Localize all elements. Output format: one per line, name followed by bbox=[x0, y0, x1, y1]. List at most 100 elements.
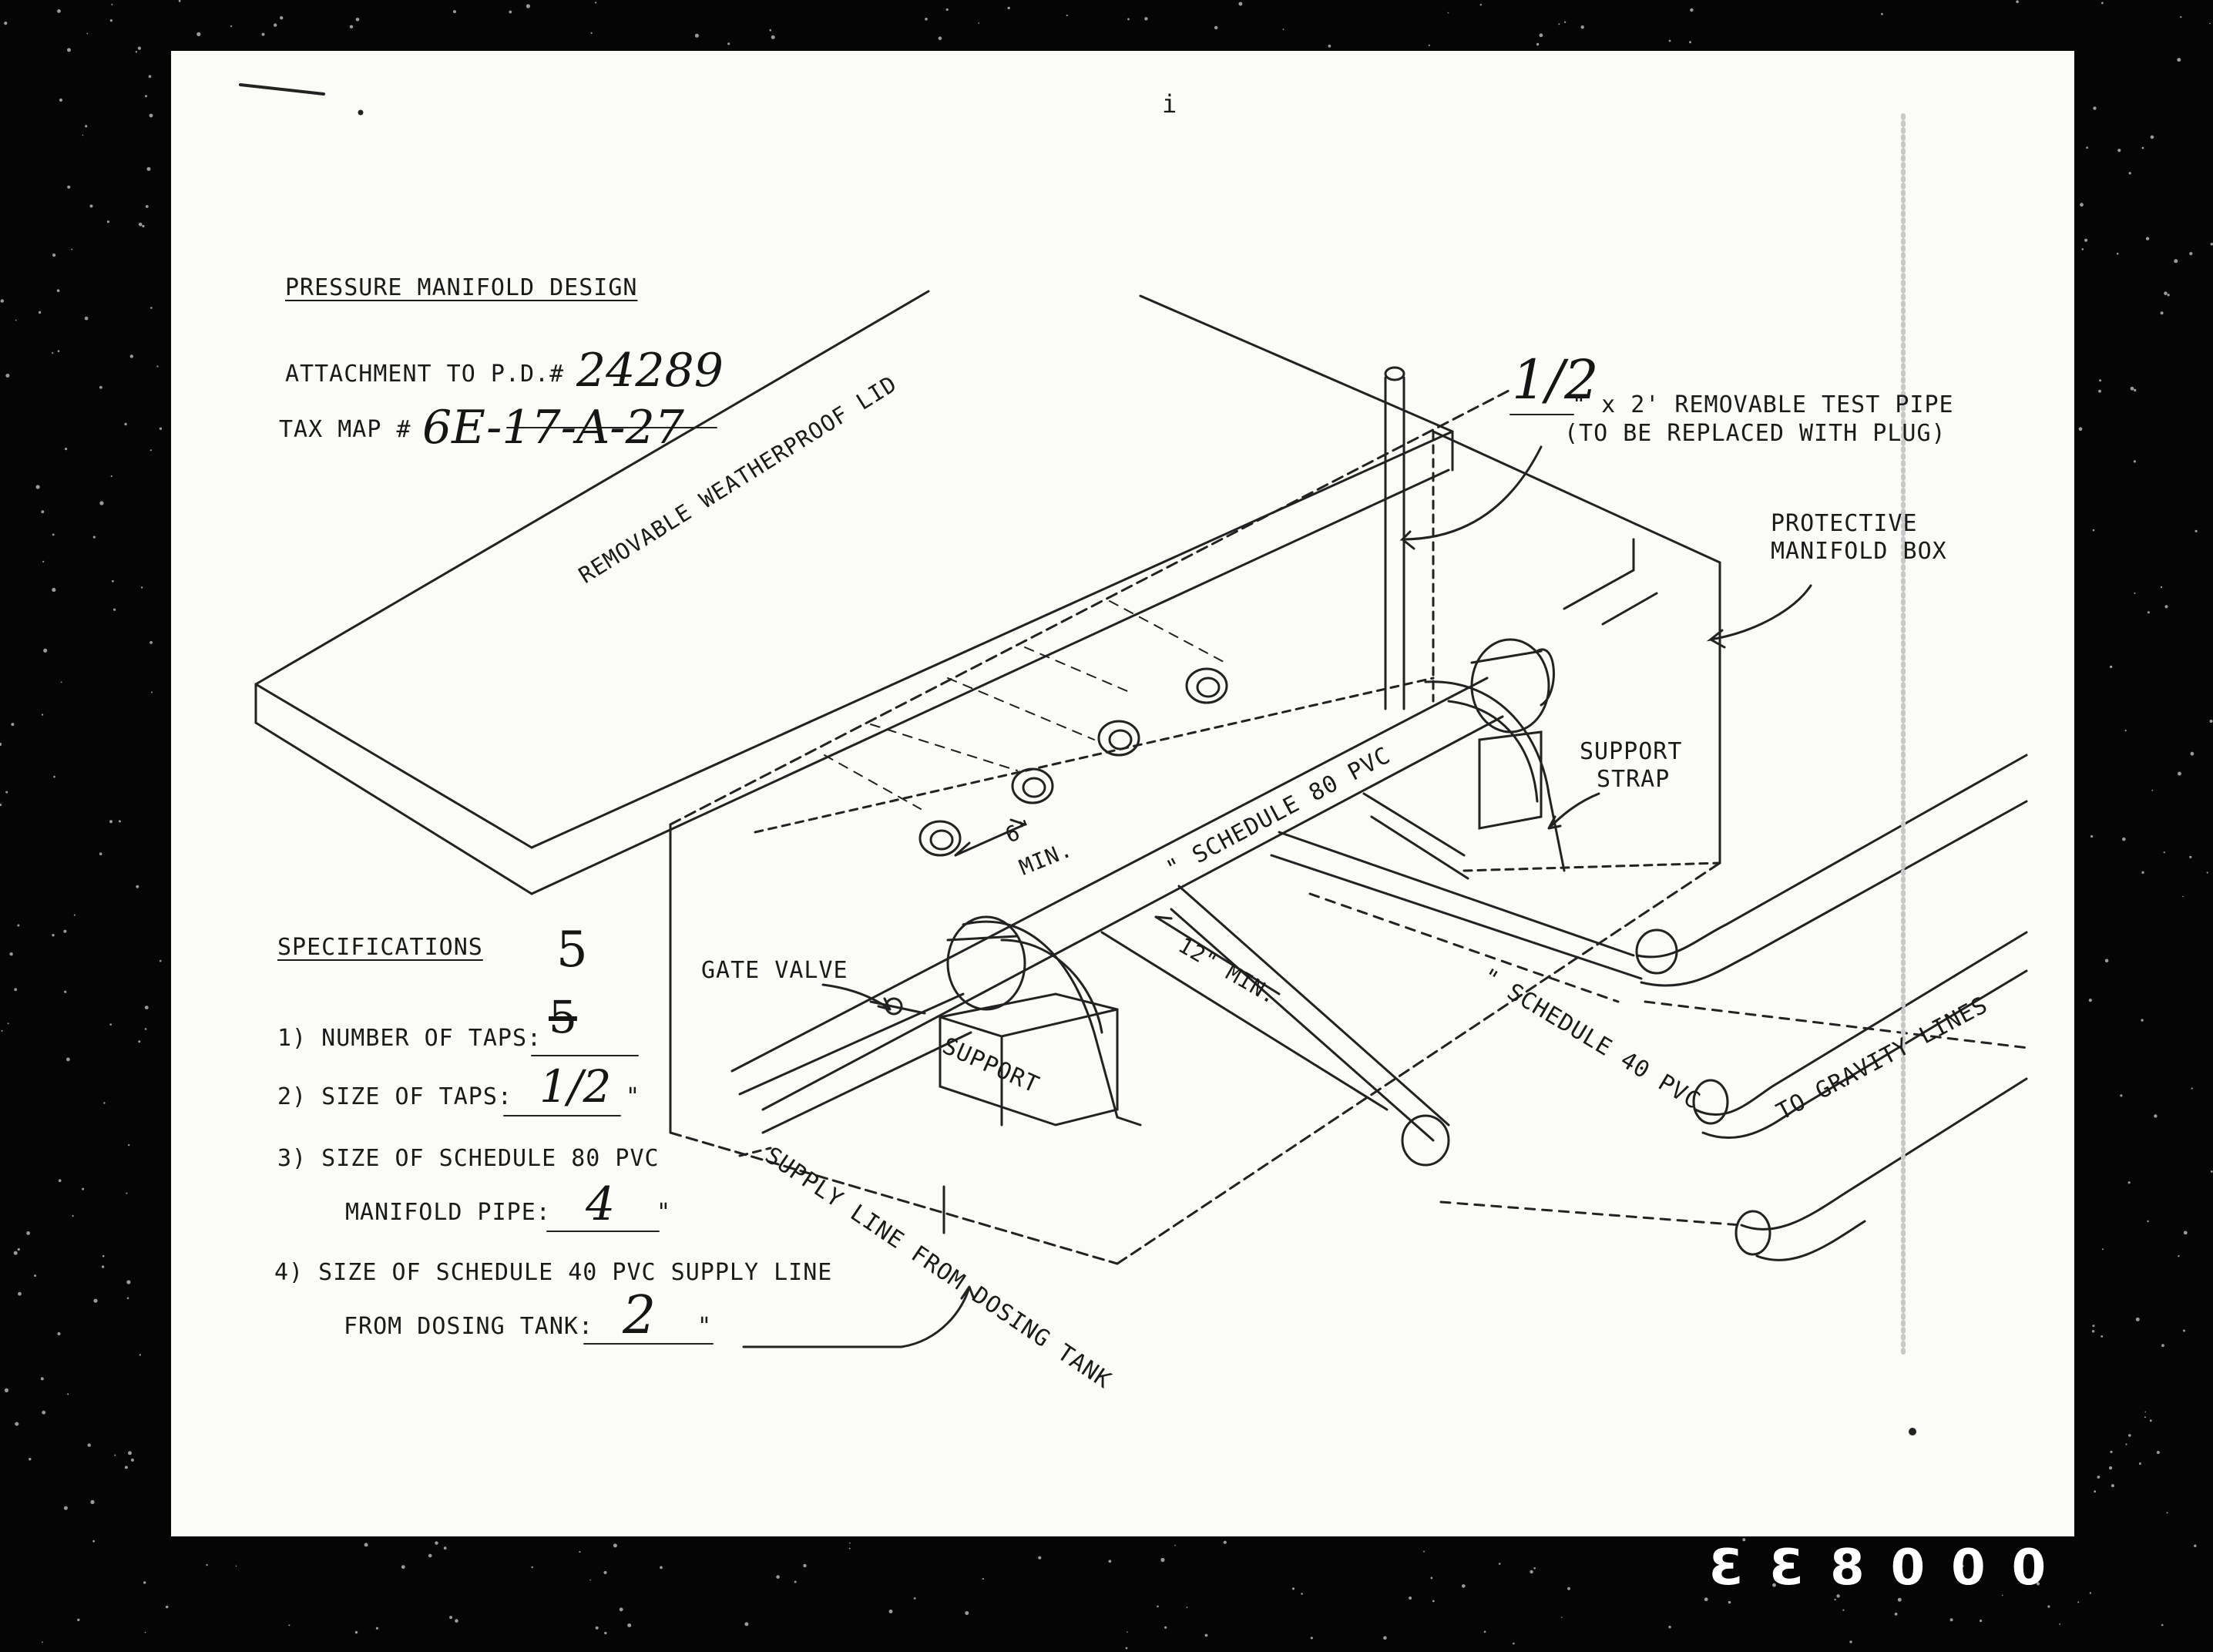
noise-speck bbox=[280, 16, 284, 20]
noise-speck bbox=[1432, 1600, 1435, 1603]
noise-speck bbox=[99, 501, 104, 505]
noise-speck bbox=[41, 510, 45, 514]
noise-speck bbox=[18, 1291, 22, 1296]
noise-speck bbox=[2189, 252, 2193, 256]
noise-speck bbox=[67, 185, 71, 189]
noise-speck bbox=[354, 1630, 358, 1634]
noise-speck bbox=[5, 791, 8, 794]
spec-1-label: 1) NUMBER OF TAPS: bbox=[277, 1025, 542, 1052]
noise-speck bbox=[526, 4, 531, 8]
noise-speck bbox=[111, 3, 113, 5]
noise-speck bbox=[1164, 1626, 1167, 1629]
noise-speck bbox=[2086, 146, 2089, 149]
noise-speck bbox=[2124, 730, 2127, 732]
noise-speck bbox=[1742, 1538, 1746, 1542]
noise-speck bbox=[1563, 21, 1567, 23]
noise-speck bbox=[2182, 895, 2184, 898]
noise-speck bbox=[1949, 1618, 1953, 1622]
tax-map-label: TAX MAP # bbox=[279, 416, 411, 443]
manifold-pipe bbox=[730, 638, 1555, 1111]
specifications-total-note: 5 bbox=[556, 922, 588, 979]
noise-speck bbox=[1690, 8, 1694, 12]
noise-speck bbox=[13, 1251, 18, 1255]
stray-mark bbox=[239, 83, 325, 96]
noise-speck bbox=[2141, 871, 2144, 875]
spec-1-value: 5 bbox=[549, 991, 577, 1043]
noise-speck bbox=[60, 681, 62, 683]
noise-speck bbox=[4, 22, 8, 25]
noise-speck bbox=[2104, 959, 2109, 963]
dimension-6in bbox=[954, 818, 1026, 857]
noise-speck bbox=[144, 1006, 149, 1009]
noise-speck bbox=[67, 1393, 69, 1395]
noise-speck bbox=[579, 1550, 581, 1553]
spec-3-value: 4 bbox=[586, 1177, 616, 1231]
noise-speck bbox=[2097, 1476, 2101, 1479]
noise-speck bbox=[1127, 1631, 1128, 1633]
noise-speck bbox=[113, 608, 116, 611]
gate-valve-label: GATE VALVE bbox=[701, 957, 848, 984]
noise-speck bbox=[17, 924, 20, 927]
test-pipe-arrow bbox=[1399, 445, 1543, 550]
noise-speck bbox=[2109, 1466, 2113, 1470]
support-block bbox=[939, 730, 1543, 1127]
strap-arrow bbox=[1547, 792, 1600, 830]
noise-speck bbox=[1204, 1634, 1208, 1637]
tap-1 bbox=[918, 820, 962, 857]
noise-speck bbox=[595, 2, 597, 4]
noise-speck bbox=[29, 1458, 32, 1461]
noise-speck bbox=[118, 820, 121, 823]
noise-speck bbox=[589, 1579, 591, 1581]
noise-speck bbox=[2127, 1181, 2131, 1184]
noise-speck bbox=[63, 929, 67, 933]
noise-speck bbox=[1539, 33, 1543, 38]
noise-speck bbox=[26, 1231, 30, 1235]
noise-speck bbox=[52, 254, 56, 257]
noise-speck bbox=[2151, 789, 2154, 791]
noise-speck bbox=[2144, 1416, 2146, 1419]
noise-speck bbox=[2164, 291, 2168, 296]
noise-speck bbox=[1668, 39, 1671, 42]
box-arrow bbox=[1706, 584, 1812, 649]
noise-speck bbox=[92, 536, 96, 539]
noise-speck bbox=[1125, 1647, 1128, 1650]
noise-speck bbox=[1536, 42, 1540, 46]
noise-speck bbox=[159, 427, 163, 430]
noise-speck bbox=[1462, 1584, 1466, 1588]
noise-speck bbox=[145, 95, 147, 98]
noise-speck bbox=[35, 485, 40, 489]
noise-speck bbox=[2116, 252, 2119, 255]
noise-speck bbox=[38, 311, 42, 314]
tap-3 bbox=[1097, 720, 1140, 757]
noise-speck bbox=[2167, 294, 2170, 297]
spec-4-value: 2 bbox=[623, 1285, 657, 1346]
noise-speck bbox=[1558, 23, 1560, 25]
spec-3-label: 3) SIZE OF SCHEDULE 80 PVC bbox=[277, 1145, 660, 1172]
spec-3-continuation: MANIFOLD PIPE: bbox=[345, 1199, 551, 1226]
noise-speck bbox=[978, 22, 980, 24]
noise-speck bbox=[2109, 665, 2113, 669]
noise-speck bbox=[1961, 1565, 1964, 1567]
noise-speck bbox=[1383, 1636, 1387, 1640]
noise-speck bbox=[2092, 529, 2095, 532]
noise-speck bbox=[849, 1542, 851, 1544]
noise-speck bbox=[11, 723, 15, 727]
noise-speck bbox=[52, 587, 56, 593]
noise-speck bbox=[2101, 1335, 2104, 1338]
noise-speck bbox=[142, 224, 145, 228]
noise-speck bbox=[130, 1458, 134, 1462]
noise-speck bbox=[149, 113, 153, 118]
noise-speck bbox=[56, 289, 60, 293]
noise-speck bbox=[1894, 1612, 1898, 1616]
valve-arrow bbox=[821, 983, 892, 1011]
noise-speck bbox=[126, 1280, 131, 1284]
noise-speck bbox=[2134, 388, 2137, 392]
noise-speck bbox=[1483, 1630, 1486, 1633]
noise-speck bbox=[1447, 12, 1449, 14]
noise-speck bbox=[2160, 586, 2163, 589]
noise-speck bbox=[52, 533, 55, 536]
noise-speck bbox=[57, 9, 61, 13]
noise-speck bbox=[128, 1143, 130, 1147]
noise-speck bbox=[1580, 25, 1584, 29]
tap-4 bbox=[1185, 667, 1228, 704]
